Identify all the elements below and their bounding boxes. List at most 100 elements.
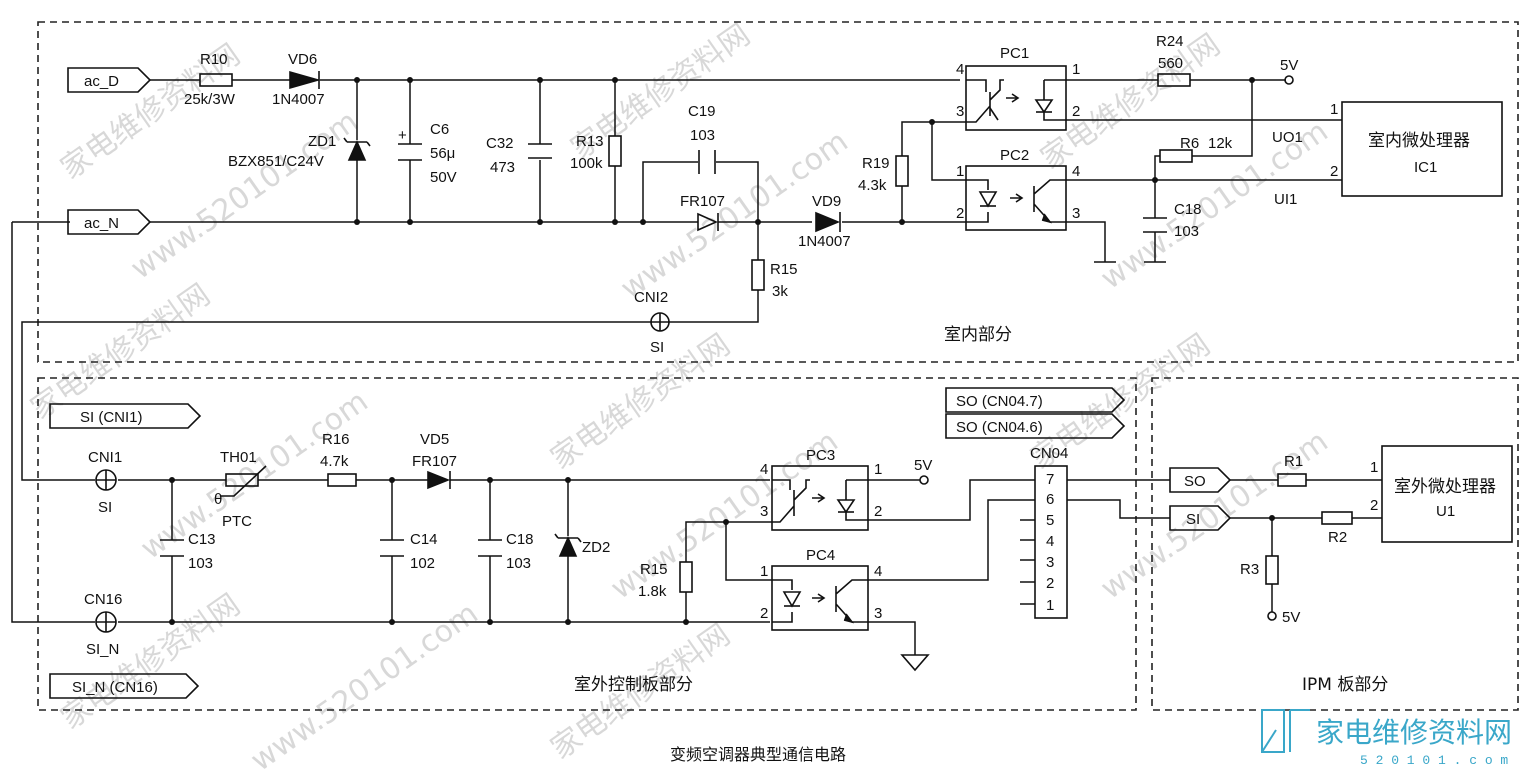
junction-dot xyxy=(487,619,493,625)
u1-name: 室外微处理器 xyxy=(1394,477,1496,497)
resistor-r19 xyxy=(895,155,909,187)
pc4-pin1: 1 xyxy=(760,563,768,580)
resistor-r1 xyxy=(1277,473,1307,487)
ic1-pin2: 2 xyxy=(1330,163,1338,180)
c18-indoor-value: 103 xyxy=(1174,223,1199,240)
c18-indoor-ref: C18 xyxy=(1174,201,1202,218)
junction-dot xyxy=(169,477,175,483)
r19-ref: R19 xyxy=(862,155,890,172)
outdoor-frame xyxy=(37,377,1137,711)
resistor-r3 xyxy=(1265,555,1279,585)
ipm-frame xyxy=(1151,377,1519,711)
port-ac-d xyxy=(67,67,152,93)
th01-type: PTC xyxy=(222,513,252,530)
r15-indoor-ref: R15 xyxy=(770,261,798,278)
wire-r6 xyxy=(1154,80,1253,180)
cni2-sig: SI xyxy=(650,339,664,356)
section-ipm-label: IPM 板部分 xyxy=(1302,675,1388,695)
optocoupler-pc3 xyxy=(771,465,869,531)
pc3-pin1: 1 xyxy=(874,461,882,478)
wire-pc4-cn04 xyxy=(868,499,1035,581)
vcc-terminal-ipm xyxy=(1267,611,1277,621)
site-logo: 家电维修资料网 5 2 0 1 0 1 . c o m xyxy=(1261,709,1512,768)
connector-cn16 xyxy=(95,611,117,633)
r1-ref: R1 xyxy=(1284,453,1303,470)
vd6-value: 1N4007 xyxy=(272,91,325,108)
resistor-r24 xyxy=(1157,73,1191,87)
pc3-ref: PC3 xyxy=(806,447,835,464)
c14-value: 102 xyxy=(410,555,435,572)
pc1-pin4: 4 xyxy=(956,61,964,78)
watermark-url: www.520101.com xyxy=(1095,424,1335,607)
port-si-n-cn16-label: SI_N (CN16) xyxy=(72,679,158,696)
labels: ac_D ac_N SI (CNI1) SI_N (CN16) SO (CN04… xyxy=(72,33,1496,764)
fr107-indoor-ref: FR107 xyxy=(680,193,725,210)
junction-dot xyxy=(723,519,729,525)
port-si-n-cn16 xyxy=(49,673,200,699)
cn04-pin: 5 xyxy=(1046,512,1054,529)
ic1-uo1-label: UO1 xyxy=(1272,129,1303,146)
junction-dot xyxy=(537,219,543,225)
watermark-cn: 家电维修资料网 xyxy=(1035,27,1227,176)
cn04-pin: 3 xyxy=(1046,554,1054,571)
junction-dot xyxy=(389,619,395,625)
watermark-url: www.520101.com xyxy=(245,596,485,779)
wire-out-bottom xyxy=(11,221,770,623)
cn16-ref: CN16 xyxy=(84,591,122,608)
pc4-pin3: 3 xyxy=(874,605,882,622)
cn04-ref: CN04 xyxy=(1030,445,1068,462)
wire-cn04-stubs xyxy=(1020,519,1035,605)
resistor-r10 xyxy=(199,73,233,87)
cni1-ref: CNI1 xyxy=(88,449,122,466)
u1-pin2: 2 xyxy=(1370,497,1378,514)
logo-text: 家电维修资料网 xyxy=(1316,716,1512,749)
r19-value: 4.3k xyxy=(858,177,887,194)
pc4-pin2: 2 xyxy=(760,605,768,622)
vcc-outdoor-label: 5V xyxy=(914,457,932,474)
diode-vd6 xyxy=(289,70,321,90)
components xyxy=(49,65,1513,699)
section-indoor-label: 室内部分 xyxy=(944,325,1012,345)
junction-dots xyxy=(169,77,1275,625)
diode-vd5 xyxy=(427,470,451,490)
connector-cni1 xyxy=(95,469,117,491)
cn04-pin: 7 xyxy=(1046,471,1054,488)
port-si-cni1 xyxy=(49,403,202,429)
optocoupler-pc1 xyxy=(965,65,1067,131)
vd9-value: 1N4007 xyxy=(798,233,851,250)
resistor-r16 xyxy=(327,473,357,487)
cn04-pin: 1 xyxy=(1046,597,1054,614)
zener-zd1 xyxy=(343,137,371,161)
th01-ref: TH01 xyxy=(220,449,257,466)
c19-ref: C19 xyxy=(688,103,716,120)
junction-dot xyxy=(487,477,493,483)
capacitor-c6 xyxy=(398,143,422,161)
junction-dot xyxy=(899,219,905,225)
port-si-label: SI xyxy=(1186,511,1200,528)
wire-r15-in xyxy=(21,222,759,481)
resistor-r15-outdoor xyxy=(679,561,693,593)
pc3-pin4: 4 xyxy=(760,461,768,478)
diode-fr107-indoor xyxy=(697,212,719,232)
wire-pc2-gnd xyxy=(1066,221,1106,262)
junction-dot xyxy=(354,219,360,225)
watermark-url: www.520101.com xyxy=(125,104,365,287)
ic1-ui1-label: UI1 xyxy=(1274,191,1297,208)
c18-outdoor-value: 103 xyxy=(506,555,531,572)
c18-outdoor-ref: C18 xyxy=(506,531,534,548)
wire-c19-loop xyxy=(642,161,759,222)
vcc-indoor-label: 5V xyxy=(1280,57,1298,74)
port-ac-n xyxy=(67,209,152,235)
r15-outdoor-value: 1.8k xyxy=(638,583,667,600)
port-so-cn04-6 xyxy=(945,413,1126,439)
pc1-pin1: 1 xyxy=(1072,61,1080,78)
c6-value1: 56μ xyxy=(430,145,455,162)
junction-dot xyxy=(354,77,360,83)
port-si xyxy=(1169,505,1232,531)
capacitor-c13 xyxy=(160,539,184,557)
thermistor-th01 xyxy=(220,465,267,497)
cn16-sig: SI_N xyxy=(86,641,119,658)
zener-zd2 xyxy=(554,533,582,557)
r16-ref: R16 xyxy=(322,431,350,448)
junction-dot xyxy=(683,619,689,625)
